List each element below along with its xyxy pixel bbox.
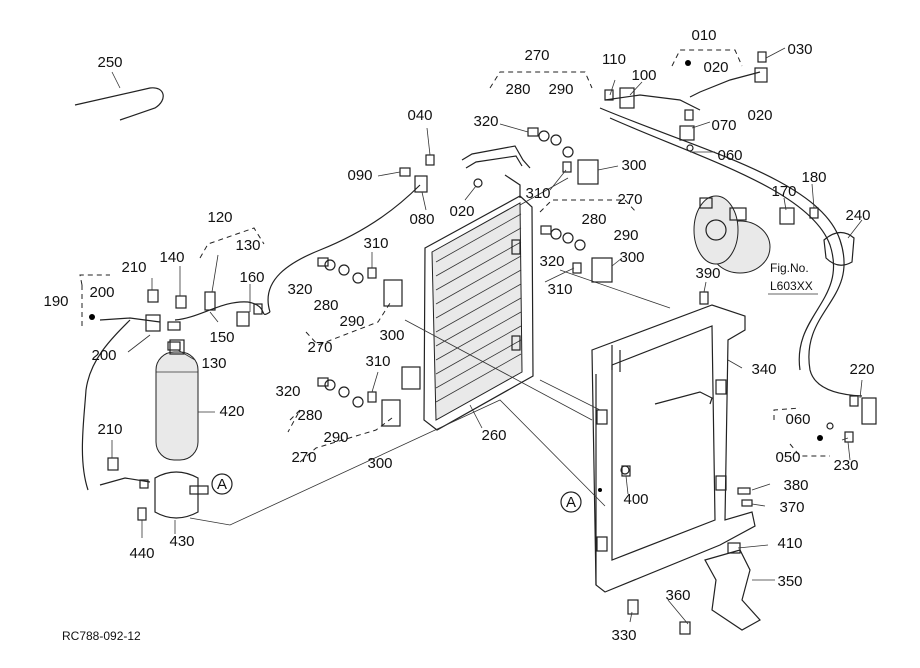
dot-marker <box>89 314 95 320</box>
callout-320: 320 <box>287 281 312 298</box>
hardware <box>107 51 877 635</box>
fig-number: L603XX <box>770 279 813 293</box>
callout-170: 170 <box>771 183 796 200</box>
callout-040: 040 <box>407 107 432 124</box>
callout-300: 300 <box>367 455 392 472</box>
dot-marker <box>685 60 691 66</box>
callout-370: 370 <box>779 499 804 516</box>
callout-300: 300 <box>621 157 646 174</box>
callout-240: 240 <box>845 207 870 224</box>
callout-190: 190 <box>43 293 68 310</box>
receiver-drier <box>154 339 209 519</box>
callout-120: 120 <box>207 209 232 226</box>
callout-050: 050 <box>775 449 800 466</box>
callout-220: 220 <box>849 361 874 378</box>
group-brackets <box>79 49 830 463</box>
leader-lines <box>111 47 863 625</box>
ref-mark-a2: A <box>560 491 582 513</box>
callout-280: 280 <box>581 211 606 228</box>
fig-reference: Fig.No. L603XX <box>768 261 818 295</box>
strap-250 <box>74 87 164 121</box>
dot-marker <box>817 435 823 441</box>
callout-270: 270 <box>291 449 316 466</box>
callout-200: 200 <box>89 284 114 301</box>
callout-290: 290 <box>548 81 573 98</box>
callout-340: 340 <box>751 361 776 378</box>
callout-210: 210 <box>97 421 122 438</box>
callout-390: 390 <box>695 265 720 282</box>
callout-070: 070 <box>711 117 736 134</box>
callout-250: 250 <box>97 54 122 71</box>
callout-140: 140 <box>159 249 184 266</box>
callout-180: 180 <box>801 169 826 186</box>
callout-290: 290 <box>323 429 348 446</box>
callout-320: 320 <box>539 253 564 270</box>
callout-230: 230 <box>833 457 858 474</box>
bracket-350 <box>704 542 761 631</box>
callout-090: 090 <box>347 167 372 184</box>
callout-440: 440 <box>129 545 154 562</box>
callout-310: 310 <box>547 281 572 298</box>
callout-270: 270 <box>307 339 332 356</box>
callout-260: 260 <box>481 427 506 444</box>
callout-030: 030 <box>787 41 812 58</box>
callout-200: 200 <box>91 347 116 364</box>
callout-420: 420 <box>219 403 244 420</box>
callout-020: 020 <box>449 203 474 220</box>
callout-130: 130 <box>201 355 226 372</box>
callout-400: 400 <box>623 491 648 508</box>
callout-210: 210 <box>121 259 146 276</box>
callout-360: 360 <box>665 587 690 604</box>
callout-110: 110 <box>602 51 626 68</box>
callout-060: 060 <box>717 147 742 164</box>
callout-280: 280 <box>505 81 530 98</box>
callout-310: 310 <box>525 185 550 202</box>
callout-300: 300 <box>379 327 404 344</box>
ref-mark-a1: A <box>211 473 233 495</box>
callout-080: 080 <box>409 211 434 228</box>
callout-330: 330 <box>611 627 636 644</box>
callout-010: 010 <box>691 27 716 44</box>
svg-text:A: A <box>217 476 227 493</box>
callout-320: 320 <box>473 113 498 130</box>
callout-320: 320 <box>275 383 300 400</box>
drawing-code: RC788-092-12 <box>62 629 141 643</box>
callout-060: 060 <box>785 411 810 428</box>
callout-020: 020 <box>703 59 728 76</box>
callout-130: 130 <box>235 237 260 254</box>
callout-430: 430 <box>169 533 194 550</box>
callout-350: 350 <box>777 573 802 590</box>
callout-270: 270 <box>524 47 549 64</box>
callout-280: 280 <box>297 407 322 424</box>
callout-270: 270 <box>617 191 642 208</box>
callout-280: 280 <box>313 297 338 314</box>
callout-410: 410 <box>777 535 802 552</box>
callout-020: 020 <box>747 107 772 124</box>
callout-290: 290 <box>613 227 638 244</box>
callout-290: 290 <box>339 313 364 330</box>
callout-310: 310 <box>363 235 388 252</box>
condenser-frame <box>591 304 756 593</box>
svg-text:A: A <box>566 494 576 511</box>
callout-150: 150 <box>209 329 234 346</box>
callout-310: 310 <box>365 353 390 370</box>
compressor <box>693 195 771 274</box>
condenser <box>401 195 534 431</box>
callout-100: 100 <box>631 67 656 84</box>
callout-380: 380 <box>783 477 808 494</box>
fig-label: Fig.No. <box>770 261 809 275</box>
callout-160: 160 <box>239 269 264 286</box>
callout-300: 300 <box>619 249 644 266</box>
